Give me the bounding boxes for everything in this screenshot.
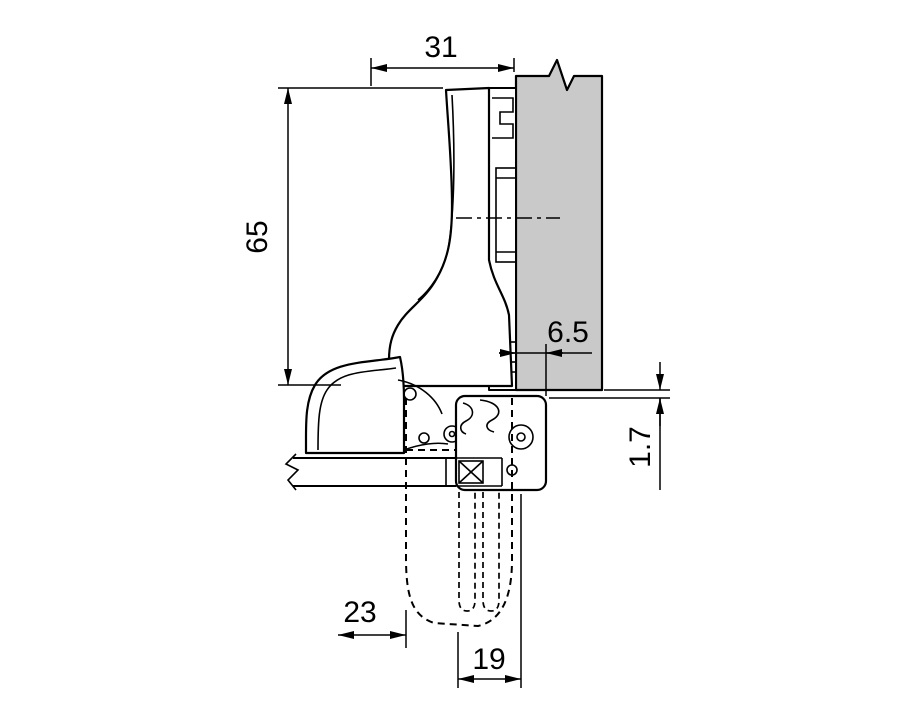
dimension-left-65: 65	[241, 87, 443, 386]
door-panel	[284, 453, 456, 491]
screw-shaft-dashed	[482, 492, 500, 612]
dimension-bottom-19: 19	[457, 494, 522, 688]
hinge-cup	[304, 355, 461, 455]
linkage-arc	[397, 379, 443, 415]
hinge-cup-inner-arc	[317, 367, 397, 451]
profile-screw-channel	[508, 424, 534, 450]
plate-clip-detail	[492, 97, 514, 139]
dimension-mid-6-5: 6.5	[499, 316, 592, 396]
profile-chamber-detail	[459, 402, 474, 435]
dimension-top-31: 31	[370, 31, 515, 86]
dimension-right-1-7: 1.7	[549, 362, 670, 490]
dimension-bottom-23: 23	[338, 596, 407, 648]
screw-shaft-dashed	[458, 492, 476, 612]
dim-top-label: 31	[424, 31, 457, 64]
frame-profile-outline	[454, 394, 548, 492]
cabinet-panel-body	[514, 58, 604, 392]
break-line	[284, 453, 300, 491]
hinge-pivot	[418, 432, 430, 444]
hinge-pivot-center	[448, 430, 456, 438]
dim-bottom-left-label: 23	[343, 596, 376, 629]
linkage-arc	[403, 442, 449, 451]
cabinet-side-panel	[514, 58, 604, 392]
profile-gasket-hatch	[458, 460, 484, 484]
cup-drilling-dashed-outline	[405, 398, 513, 628]
cup-dashed-body	[405, 398, 513, 628]
hinge-pivot	[403, 387, 417, 401]
profile-gasket-block	[458, 460, 484, 484]
hinge-arm	[387, 86, 514, 388]
dim-right-label: 1.7	[624, 426, 657, 468]
profile-screw-channel-center	[516, 432, 526, 442]
dim-mid-label: 6.5	[547, 316, 589, 349]
hinge-arm-inner-contour	[417, 94, 455, 301]
dim-bottom-label: 19	[472, 643, 505, 676]
profile-chamber-detail	[479, 399, 500, 433]
plate-boss	[495, 167, 517, 263]
door-frame-profile	[454, 394, 548, 492]
hinge-cup-outline	[304, 355, 406, 455]
dim-left-label: 65	[241, 220, 274, 253]
